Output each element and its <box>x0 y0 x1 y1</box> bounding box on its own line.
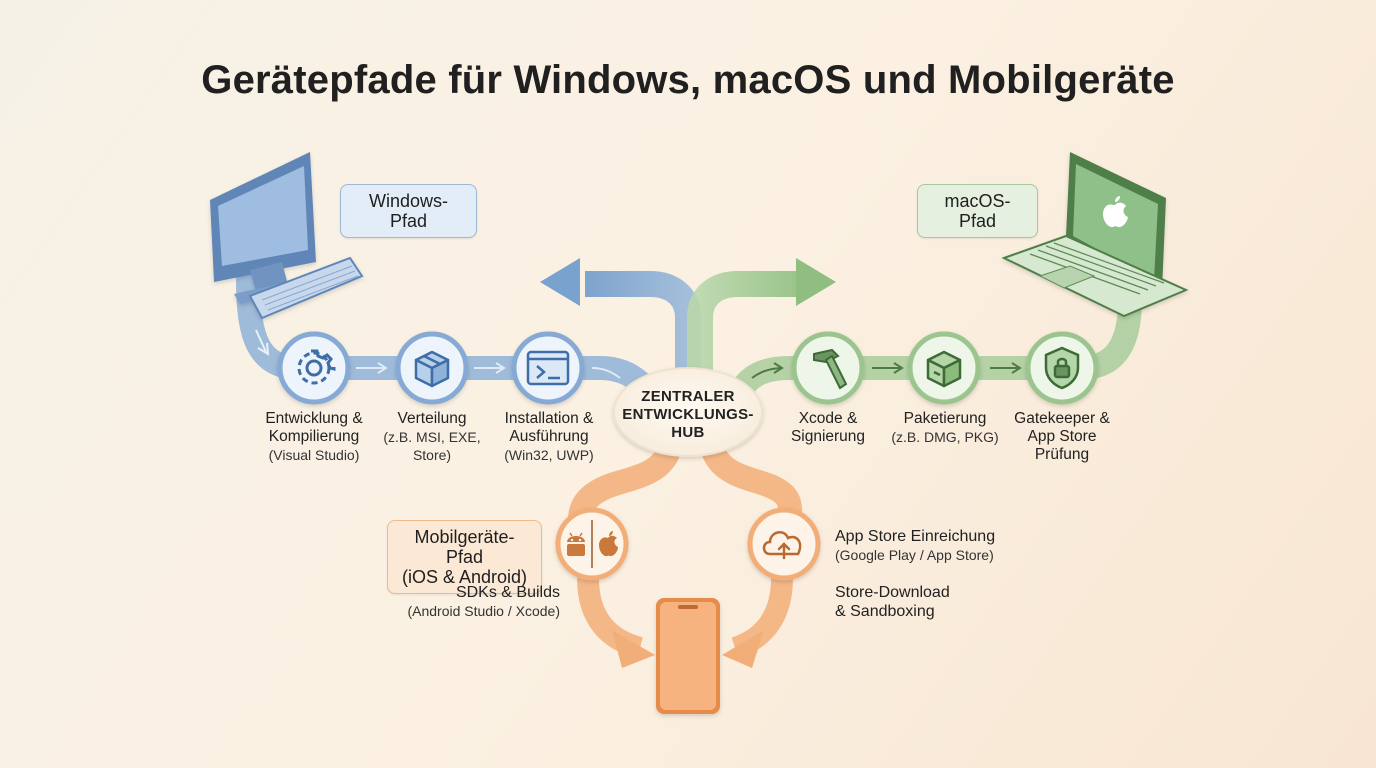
windows-step-1-label: Entwicklung & Kompilierung (Visual Studi… <box>254 410 374 464</box>
macos-step-3-node <box>1025 331 1099 405</box>
step-subtitle: (Win32, UWP) <box>504 447 594 463</box>
windows-step-2-label: Verteilung (z.B. MSI, EXE, Store) <box>378 410 486 464</box>
windows-step-3-node <box>511 331 585 405</box>
hub-label: ZENTRALER ENTWICKLUNGS- HUB <box>618 388 758 442</box>
mobile-store-label: App Store Einreichung (Google Play / App… <box>835 527 1035 565</box>
cloud-upload-icon <box>762 530 802 560</box>
hub-label-line3: HUB <box>671 424 705 441</box>
mobile-path-label-line2: (iOS & Android) <box>401 567 528 587</box>
mobile-sdk-node <box>555 507 629 581</box>
step-subtitle: Store) <box>412 447 452 463</box>
macos-path-label: macOS-Pfad <box>917 184 1038 238</box>
macos-step-1-node <box>791 331 865 405</box>
step-subtitle: (z.B. MSI, EXE, <box>383 429 481 445</box>
windows-desktop-icon <box>210 152 364 320</box>
step-title: Gatekeeper & <box>1014 410 1110 427</box>
store-title: App Store Einreichung <box>835 528 996 545</box>
step-title: Signierung <box>790 428 866 445</box>
step-subtitle: (z.B. DMG, PKG) <box>891 429 999 445</box>
store-subtitle: (Google Play / App Store) <box>835 547 994 563</box>
windows-step-2-node <box>395 331 469 405</box>
step-title: Kompilierung <box>268 428 360 445</box>
android-icon <box>567 532 585 556</box>
macos-step-2-node <box>907 331 981 405</box>
macos-step-1-label: Xcode & Signierung <box>778 410 878 446</box>
mobile-sdk-label: SDKs & Builds (Android Studio / Xcode) <box>396 583 560 621</box>
step-title: Prüfung <box>1034 446 1090 463</box>
shield-lock-icon <box>1044 346 1080 390</box>
step-title: Paketierung <box>903 410 987 427</box>
central-hub <box>613 367 763 457</box>
macos-connectors <box>751 362 1022 379</box>
windows-step-3-label: Installation & Ausführung (Win32, UWP) <box>494 410 604 464</box>
step-title: Verteilung <box>397 410 467 427</box>
package-icon <box>414 350 450 388</box>
gear-icon <box>297 349 336 385</box>
mobile-store-node <box>747 507 821 581</box>
hub-label-line1: ZENTRALER <box>641 388 735 405</box>
step-title: Installation & <box>504 410 594 427</box>
macos-laptop-icon <box>1001 152 1189 318</box>
mobile-path-label-line1: Mobilgeräte-Pfad <box>414 527 515 567</box>
sdk-title: SDKs & Builds <box>455 584 560 601</box>
smartphone-icon <box>656 598 720 714</box>
download-line1: Store-Download <box>835 584 950 601</box>
step-title: Xcode & <box>798 410 858 427</box>
mobile-download-label: Store-Download & Sandboxing <box>835 583 995 621</box>
step-title: Ausführung <box>509 428 589 445</box>
macos-step-2-label: Paketierung (z.B. DMG, PKG) <box>886 410 1004 446</box>
hub-up-arrows <box>540 258 836 390</box>
windows-path-label: Windows-Pfad <box>340 184 477 238</box>
sdk-subtitle: (Android Studio / Xcode) <box>407 603 560 619</box>
apple-icon <box>599 531 618 557</box>
windows-step-1-node <box>277 331 351 405</box>
page-title: Gerätepfade für Windows, macOS und Mobil… <box>201 58 1175 102</box>
hammer-icon <box>813 348 848 390</box>
step-title: App Store <box>1027 428 1097 445</box>
box-icon <box>926 350 962 388</box>
macos-step-3-label: Gatekeeper & App Store Prüfung <box>1006 410 1118 464</box>
mobile-path-label: Mobilgeräte-Pfad (iOS & Android) <box>387 520 542 594</box>
download-line2: & Sandboxing <box>835 603 935 620</box>
windows-connectors <box>356 362 621 379</box>
hub-label-line2: ENTWICKLUNGS- <box>622 406 754 423</box>
step-title: Entwicklung & <box>265 410 363 427</box>
terminal-icon <box>526 350 570 386</box>
step-subtitle: (Visual Studio) <box>268 447 360 463</box>
